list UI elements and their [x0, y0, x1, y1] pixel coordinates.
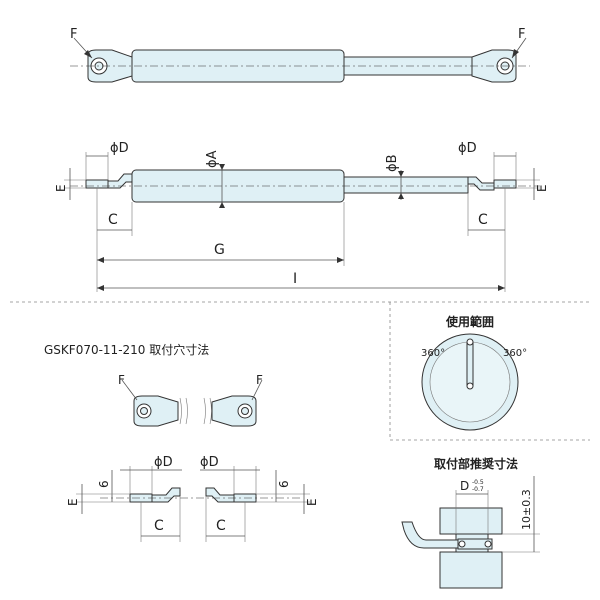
label-g: G [214, 242, 225, 258]
label-phib: ϕB [385, 155, 400, 173]
range-left-angle: 360° [421, 348, 445, 359]
height-value: 10±0.3 [520, 489, 533, 530]
label-phid-left: ϕD [110, 141, 129, 156]
rod-side [343, 176, 469, 194]
label-e-right: E [535, 184, 549, 192]
mounting-hole-section: GSKF070-11-210 取付穴寸法 F F ϕD ϕD 6 6 [44, 342, 319, 542]
label-six-right: 6 [277, 480, 291, 488]
label-d-recommended: D [460, 479, 469, 493]
label-phid-small-left: ϕD [154, 455, 173, 470]
label-f-right: F [518, 27, 525, 42]
label-c-small-left: C [154, 518, 164, 534]
recommended-title: 取付部推奨寸法 [434, 456, 518, 471]
label-f-small-left: F [118, 373, 125, 387]
label-i: I [293, 271, 297, 287]
label-f-small-right: F [256, 373, 263, 387]
label-c-small-right: C [216, 518, 226, 534]
label-phid-small-right: ϕD [200, 455, 219, 470]
label-six-left: 6 [97, 480, 111, 488]
label-c-right: C [478, 212, 488, 228]
range-title: 使用範囲 [445, 314, 494, 329]
side-view: ϕD ϕD ϕA ϕB E E C C [54, 141, 549, 292]
recommended-section: 取付部推奨寸法 D -0.5 -0.7 10±0.3 [401, 456, 540, 589]
label-f-left: F [70, 27, 77, 42]
range-rod [466, 341, 474, 387]
mounting-hole-title: GSKF070-11-210 取付穴寸法 [44, 342, 209, 357]
label-phia: ϕA [205, 150, 220, 168]
label-e-left: E [54, 184, 68, 192]
range-section: 使用範囲 360° 360° [421, 314, 527, 431]
tolerance-lower: -0.7 [472, 486, 484, 493]
label-c-left: C [108, 212, 118, 228]
top-view: F F [70, 27, 530, 83]
label-e-small-right: E [305, 498, 319, 506]
label-phid-right: ϕD [458, 141, 477, 156]
range-right-angle: 360° [503, 348, 527, 359]
label-e-small-left: E [66, 498, 80, 506]
tolerance-upper: -0.5 [472, 479, 484, 486]
